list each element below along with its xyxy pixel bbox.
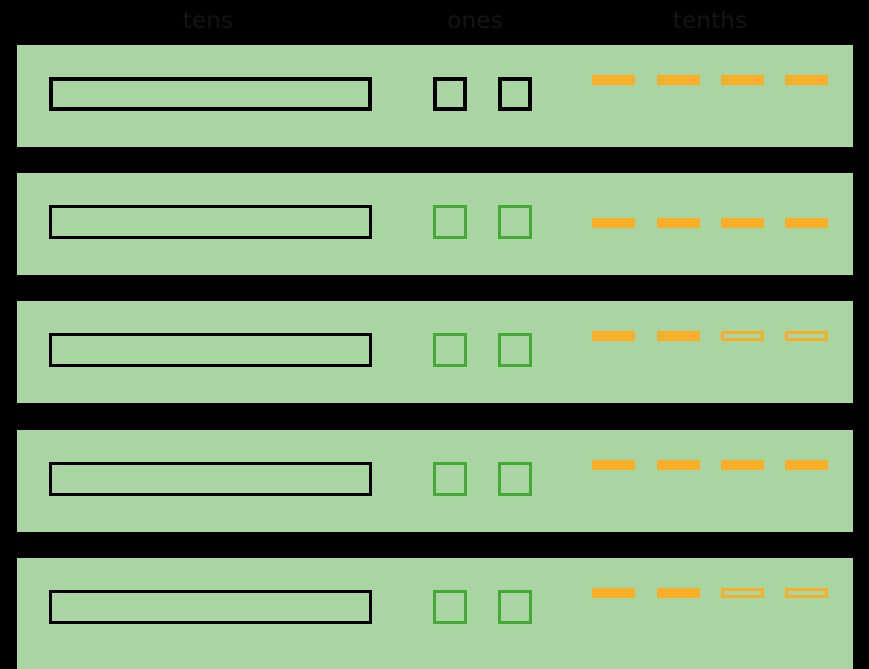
tenths-strip[interactable] <box>657 75 700 85</box>
tenths-strip[interactable] <box>592 588 635 598</box>
tenths-strip[interactable] <box>592 460 635 470</box>
tens-rod[interactable] <box>49 462 372 496</box>
ones-unit-square[interactable] <box>498 462 532 496</box>
ones-unit-square[interactable] <box>433 205 467 239</box>
tens-rod[interactable] <box>49 77 372 111</box>
tens-rod[interactable] <box>49 590 372 624</box>
tenths-strip[interactable] <box>721 218 764 228</box>
tenths-strip[interactable] <box>657 460 700 470</box>
ones-unit-square[interactable] <box>433 77 467 111</box>
column-header-tenths: tenths <box>672 8 748 34</box>
ones-unit-square[interactable] <box>498 205 532 239</box>
place-value-row[interactable] <box>17 558 853 669</box>
tenths-strip[interactable] <box>592 331 635 341</box>
place-value-row[interactable] <box>17 45 853 147</box>
tens-rod[interactable] <box>49 333 372 367</box>
tenths-strip[interactable] <box>785 460 828 470</box>
column-header-row: tens ones tenths <box>0 0 869 44</box>
tenths-strip[interactable] <box>657 218 700 228</box>
tenths-strip[interactable] <box>592 75 635 85</box>
tenths-strip[interactable] <box>657 331 700 341</box>
tenths-strip-outline[interactable] <box>785 331 828 341</box>
place-value-row[interactable] <box>17 173 853 275</box>
tenths-strip[interactable] <box>657 588 700 598</box>
ones-unit-square[interactable] <box>433 462 467 496</box>
tenths-strip-outline[interactable] <box>721 331 764 341</box>
column-header-ones: ones <box>447 8 503 34</box>
tenths-strip[interactable] <box>721 460 764 470</box>
tenths-strip[interactable] <box>592 218 635 228</box>
tenths-strip[interactable] <box>785 75 828 85</box>
tens-rod[interactable] <box>49 205 372 239</box>
place-value-row[interactable] <box>17 301 853 403</box>
tenths-strip[interactable] <box>785 218 828 228</box>
tenths-strip-outline[interactable] <box>721 588 764 598</box>
ones-unit-square[interactable] <box>498 590 532 624</box>
ones-unit-square[interactable] <box>498 333 532 367</box>
ones-unit-square[interactable] <box>498 77 532 111</box>
ones-unit-square[interactable] <box>433 333 467 367</box>
place-value-row[interactable] <box>17 430 853 532</box>
tenths-strip-outline[interactable] <box>785 588 828 598</box>
column-header-tens: tens <box>182 8 234 34</box>
tenths-strip[interactable] <box>721 75 764 85</box>
ones-unit-square[interactable] <box>433 590 467 624</box>
